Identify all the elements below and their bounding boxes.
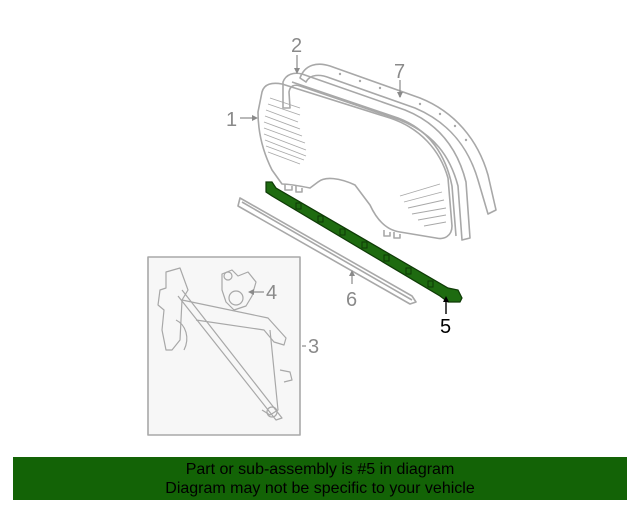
part-6-belt-molding[interactable] <box>237 197 417 305</box>
banner-line-disclaimer: Diagram may not be specific to your vehi… <box>165 480 475 497</box>
banner-line-part: Part or sub-assembly is #5 in diagram <box>185 461 455 478</box>
part-5-inner-belt-weatherstrip[interactable] <box>265 181 463 303</box>
parts-diagram: 1 2 3 4 5 6 7 <box>147 35 497 436</box>
part-7-weatherstrip[interactable] <box>299 63 497 215</box>
callout-6[interactable]: 6 <box>346 289 357 311</box>
callout-4[interactable]: 4 <box>266 282 277 304</box>
part-1-glass[interactable] <box>257 82 453 240</box>
part-3-regulator-box[interactable] <box>147 256 301 436</box>
part-2-run-channel[interactable] <box>282 72 471 241</box>
callout-5[interactable]: 5 <box>440 316 451 338</box>
callout-3[interactable]: 3 <box>308 336 319 358</box>
part-4-motor[interactable] <box>221 269 257 311</box>
callout-1[interactable]: 1 <box>226 109 237 131</box>
part-info-banner: Part or sub-assembly is #5 in diagram Di… <box>13 457 627 500</box>
callout-2[interactable]: 2 <box>291 35 302 57</box>
callout-7[interactable]: 7 <box>394 61 405 83</box>
